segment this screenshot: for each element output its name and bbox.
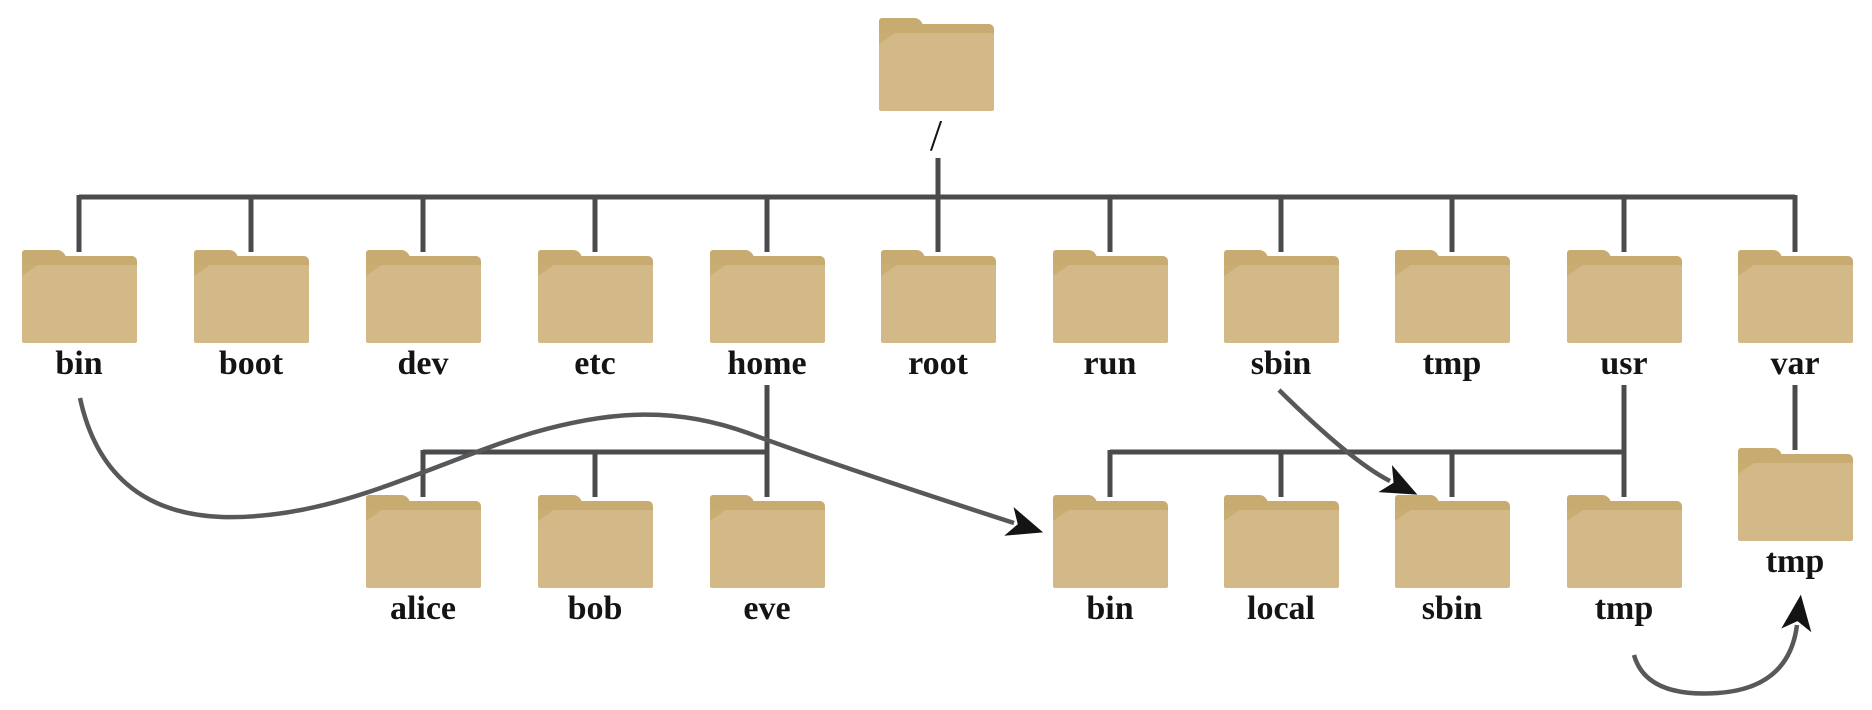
folder-node-run: run: [1040, 250, 1180, 383]
folder-label-dev: dev: [397, 345, 449, 382]
folder-label-run: run: [1083, 345, 1137, 382]
folder-node-boot: boot: [181, 250, 321, 383]
folder-node-root: /: [866, 18, 1006, 159]
folder-label-boot: boot: [218, 345, 284, 382]
folder-label-usr-tmp: tmp: [1594, 590, 1654, 627]
folder-icon: [1052, 495, 1168, 588]
folder-icon: [1394, 495, 1510, 588]
folder-node-bin: bin: [9, 250, 149, 383]
folder-node-root-dir: root: [868, 250, 1008, 383]
folder-label-var: var: [1770, 345, 1820, 382]
folder-label-var-tmp: tmp: [1765, 543, 1825, 580]
folder-label-tmp: tmp: [1422, 345, 1482, 382]
folder-node-home-alice: alice: [353, 495, 493, 628]
folder-icon: [1566, 495, 1682, 588]
folder-node-sbin: sbin: [1211, 250, 1351, 383]
folder-node-usr-tmp: tmp: [1554, 495, 1694, 628]
folder-icon: [709, 250, 825, 343]
folder-node-home: home: [697, 250, 837, 383]
folder-label-usr-local: local: [1247, 590, 1315, 627]
folder-icon: [1223, 250, 1339, 343]
folder-icon: [709, 495, 825, 588]
folder-icon: [537, 250, 653, 343]
folder-label-root-dir: root: [908, 345, 968, 382]
folder-icon: [21, 250, 137, 343]
folder-icon: [880, 250, 996, 343]
folder-icon: [1566, 250, 1682, 343]
folder-node-var-tmp: tmp: [1725, 448, 1865, 581]
folder-node-dev: dev: [353, 250, 493, 383]
folder-icon: [193, 250, 309, 343]
folder-node-etc: etc: [525, 250, 665, 383]
symlink-arrow-usr-tmp-to-var-tmp: [1631, 594, 1812, 696]
folder-label-eve: eve: [743, 590, 791, 627]
folder-icon: [1737, 250, 1853, 343]
folder-node-usr-bin: bin: [1040, 495, 1180, 628]
folder-icon: [1223, 495, 1339, 588]
folder-label-etc: etc: [574, 345, 616, 382]
folder-node-var: var: [1725, 250, 1865, 383]
folder-label-bob: bob: [567, 590, 623, 627]
folder-icon: [878, 18, 994, 111]
folder-icon: [1737, 448, 1853, 541]
folder-node-tmp: tmp: [1382, 250, 1522, 383]
folder-icon: [365, 250, 481, 343]
folder-icon: [537, 495, 653, 588]
folder-label-usr: usr: [1600, 345, 1648, 382]
folder-node-usr-sbin: sbin: [1382, 495, 1522, 628]
folder-label-alice: alice: [389, 590, 457, 627]
folder-label-usr-bin: bin: [1086, 590, 1134, 627]
folder-label-root: /: [929, 111, 943, 160]
folder-node-home-bob: bob: [525, 495, 665, 628]
folder-label-home: home: [727, 345, 807, 382]
folder-node-usr-local: local: [1211, 495, 1351, 628]
folder-node-usr: usr: [1554, 250, 1694, 383]
folder-node-home-eve: eve: [697, 495, 837, 628]
symlink-arrow-sbin-to-usr-sbin: [1277, 388, 1418, 495]
folder-icon: [365, 495, 481, 588]
folder-label-bin: bin: [55, 345, 103, 382]
folder-icon: [1394, 250, 1510, 343]
folder-icon: [1052, 250, 1168, 343]
folder-label-sbin: sbin: [1250, 345, 1312, 382]
folder-label-usr-sbin: sbin: [1421, 590, 1483, 627]
